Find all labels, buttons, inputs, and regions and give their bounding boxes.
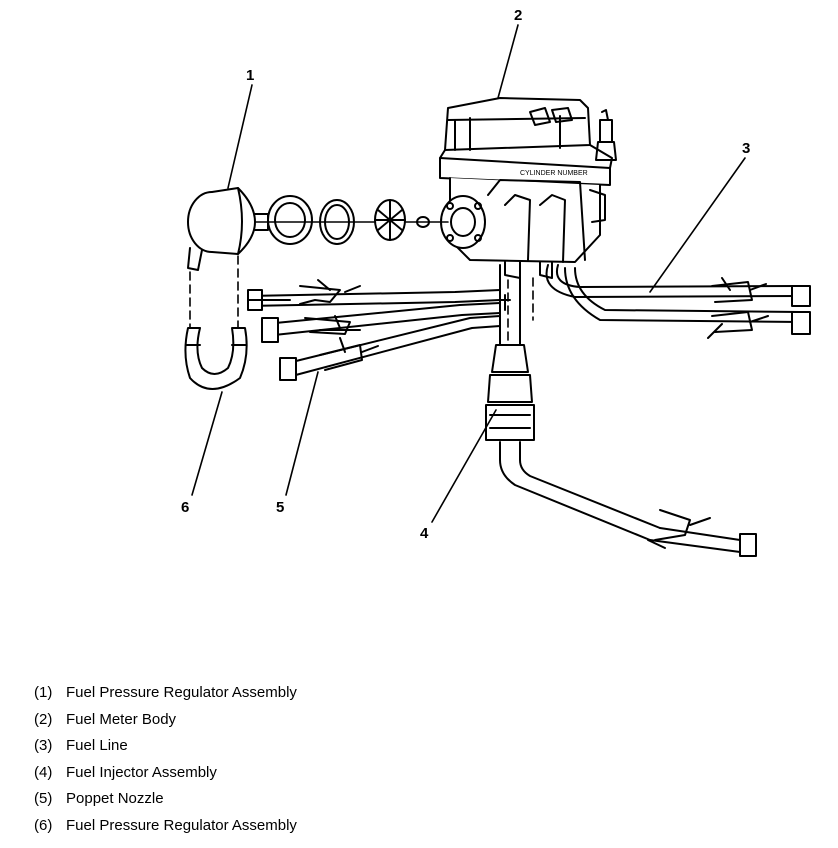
leader-lines xyxy=(191,24,746,523)
legend-text: Fuel Pressure Regulator Assembly xyxy=(66,816,297,834)
fuel-injector xyxy=(485,264,757,557)
legend-number: (2) xyxy=(34,710,53,728)
legend-item: (3) Fuel Line xyxy=(34,733,297,760)
legend-number: (6) xyxy=(34,816,53,834)
fuel-pressure-regulator xyxy=(187,187,269,271)
legend-item: (6) Fuel Pressure Regulator Assembly xyxy=(34,813,297,840)
filter-screen xyxy=(374,199,406,241)
callout-2: 2 xyxy=(514,7,522,24)
legend-item: (5) Poppet Nozzle xyxy=(34,786,297,813)
o-ring-small xyxy=(319,199,355,245)
callout-4: 4 xyxy=(420,525,429,542)
callout-5: 5 xyxy=(276,499,284,516)
fuel-lines-left xyxy=(247,279,501,381)
callout-labels: 1 2 3 4 5 6 xyxy=(181,7,750,542)
legend-text: Fuel Meter Body xyxy=(66,710,177,728)
legend-text: Fuel Injector Assembly xyxy=(66,763,217,781)
legend-number: (5) xyxy=(34,790,53,808)
parts-legend: (1) Fuel Pressure Regulator Assembly (2) F… xyxy=(34,680,297,840)
fuel-lines-right xyxy=(545,264,811,339)
legend-text: Poppet Nozzle xyxy=(66,790,164,808)
callout-6: 6 xyxy=(181,499,189,516)
o-ring-large xyxy=(267,195,313,245)
callout-3: 3 xyxy=(742,140,750,157)
alignment-lines xyxy=(189,255,534,346)
fuel-meter-body xyxy=(439,97,617,279)
legend-item: (2) Fuel Meter Body xyxy=(34,707,297,734)
legend-number: (3) xyxy=(34,737,53,755)
regulator-bracket xyxy=(184,327,248,390)
legend-number: (1) xyxy=(34,684,53,701)
legend-text: Fuel Pressure Regulator Assembly xyxy=(66,684,297,701)
legend-item: (4) Fuel Injector Assembly xyxy=(34,760,297,787)
legend-number: (4) xyxy=(34,763,53,781)
legend-text: Fuel Line xyxy=(66,737,128,755)
legend-item: (1) Fuel Pressure Regulator Assembly xyxy=(34,680,297,707)
regulator-mounting-flange xyxy=(440,195,486,249)
cylinder-number-marking: CYLINDER NUMBER xyxy=(520,170,588,177)
callout-1: 1 xyxy=(246,67,254,84)
exploded-view-diagram: CYLINDER NUMBER 1 2 3 4 5 6 xyxy=(181,7,811,557)
